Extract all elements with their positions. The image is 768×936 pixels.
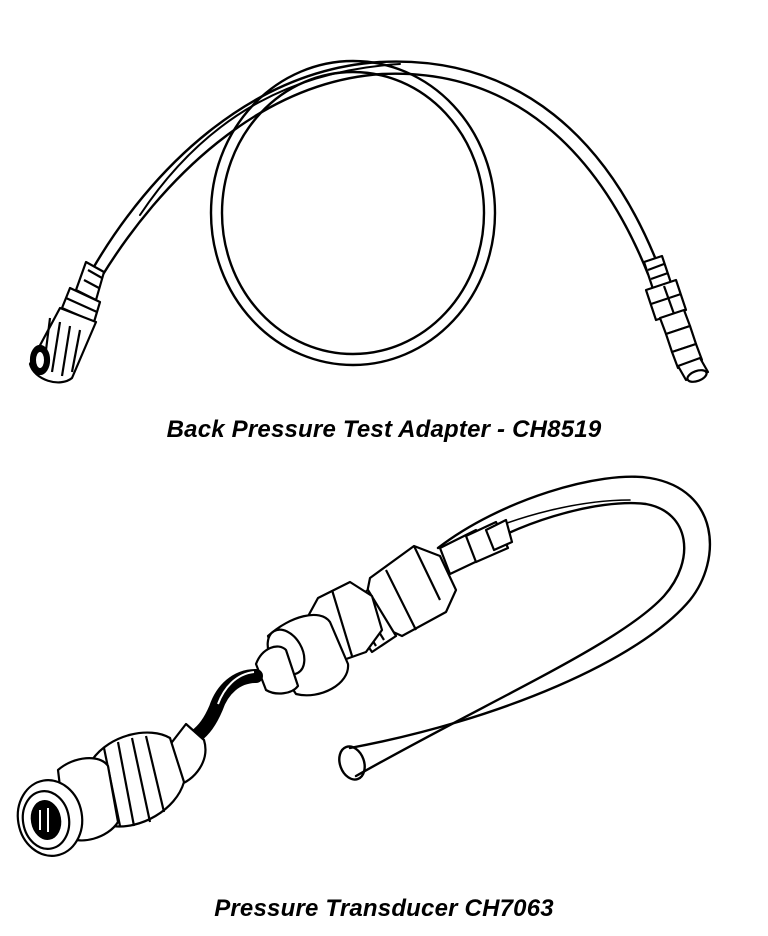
adapter-caption: Back Pressure Test Adapter - CH8519 bbox=[166, 416, 602, 443]
hose-adapter-illustration bbox=[28, 59, 710, 384]
back-pressure-test-adapter-figure bbox=[0, 0, 768, 405]
pressure-transducer-figure bbox=[0, 455, 768, 895]
pressure-transducer-illustration bbox=[16, 475, 711, 857]
transducer-caption: Pressure Transducer CH7063 bbox=[214, 895, 554, 922]
